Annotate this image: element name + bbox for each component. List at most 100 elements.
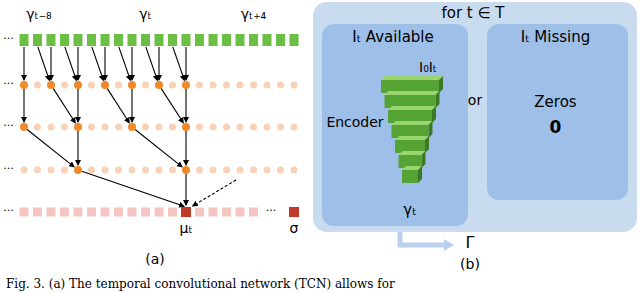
inactive-node — [61, 124, 68, 131]
box-heading: Iₜ Missing — [487, 29, 624, 46]
tcn-arrow — [53, 88, 75, 122]
output-square — [74, 208, 83, 217]
encoder-layer-side — [439, 76, 443, 93]
inactive-node — [291, 167, 298, 174]
input-square — [168, 34, 177, 46]
inactive-node — [196, 167, 203, 174]
inactive-node — [61, 82, 68, 89]
input-square — [60, 34, 69, 46]
input-square — [249, 34, 258, 46]
inactive-node — [264, 167, 271, 174]
inactive-node — [48, 167, 55, 174]
input-square — [263, 34, 272, 46]
input-square — [47, 34, 56, 46]
output-square — [33, 208, 42, 217]
inactive-node — [88, 124, 95, 131]
inactive-node — [196, 124, 203, 131]
tcn-arrow — [158, 47, 159, 80]
ellipsis: ... — [1, 117, 16, 130]
inactive-node — [237, 124, 244, 131]
output-square — [20, 208, 29, 217]
output-symbol: Γ — [458, 234, 482, 252]
active-node — [20, 81, 28, 89]
inactive-node — [237, 167, 244, 174]
inactive-node — [223, 82, 230, 89]
tcn-arrow — [38, 47, 50, 80]
active-node — [47, 81, 55, 89]
box-heading: Iₜ Available — [322, 29, 464, 46]
tcn-arrow — [50, 47, 51, 80]
ellipsis: ... — [1, 75, 16, 88]
encoder-layer-top — [395, 136, 429, 140]
output-square — [87, 208, 96, 217]
input-square — [155, 34, 164, 46]
input-square — [195, 34, 204, 46]
active-node — [128, 123, 136, 131]
encoder-layer-side — [436, 91, 440, 108]
mu-square — [181, 207, 191, 217]
tcn-arrow — [77, 47, 78, 80]
sigma-square — [289, 207, 299, 217]
tcn-arrow — [104, 47, 105, 80]
ellipsis: ... — [1, 202, 16, 215]
encoder-layer-top — [392, 121, 433, 125]
output-square — [249, 208, 258, 217]
inactive-node — [210, 167, 217, 174]
encoder-layer-side — [429, 121, 433, 138]
inactive-node — [88, 82, 95, 89]
output-square — [101, 208, 110, 217]
tcn-arrow — [185, 174, 186, 205]
input-square — [101, 34, 110, 46]
output-square — [236, 208, 245, 217]
input-square — [236, 34, 245, 46]
input-label: γₜ₋₈ — [14, 6, 64, 22]
inactive-node — [277, 124, 284, 131]
figure-caption: Fig. 3. (a) The temporal convolutional n… — [6, 277, 395, 291]
tcn-arrow — [77, 89, 78, 122]
box-text: 0 — [487, 118, 624, 138]
inactive-node — [264, 124, 271, 131]
inactive-node — [196, 82, 203, 89]
inactive-node — [34, 167, 41, 174]
input-square — [87, 34, 96, 46]
active-node — [128, 81, 136, 89]
input-square — [276, 34, 285, 46]
connective-label: or — [463, 92, 487, 108]
output-label: σ — [282, 220, 306, 236]
input-label: γₜ — [125, 6, 166, 22]
tcn-arrow — [146, 47, 158, 80]
encoder-layer-side — [422, 151, 426, 168]
inactive-node — [142, 124, 149, 131]
tcn-arrow — [77, 131, 78, 165]
inactive-node — [223, 167, 230, 174]
input-square — [33, 34, 42, 46]
output-square — [209, 208, 218, 217]
inactive-node — [115, 82, 122, 89]
tcn-arrow — [131, 89, 132, 122]
tcn-arrow — [27, 129, 74, 166]
tcn-arrow — [23, 89, 24, 122]
tcn-arrow — [107, 88, 129, 122]
tcn-arrow — [82, 171, 184, 206]
input-square — [209, 34, 218, 46]
active-node — [74, 166, 82, 174]
input-square — [114, 34, 123, 46]
encoder-layer-top — [385, 91, 440, 95]
encoder-layer-side — [432, 106, 436, 123]
tcn-arrow — [131, 47, 132, 80]
active-node — [74, 81, 82, 89]
inactive-node — [223, 124, 230, 131]
inactive-node — [277, 167, 284, 174]
encoder-layer-top — [381, 76, 443, 80]
inactive-node — [250, 167, 257, 174]
inactive-node — [61, 167, 68, 174]
box-text: Zeros — [487, 94, 624, 111]
inactive-node — [210, 82, 217, 89]
tcn-arrow — [173, 47, 185, 80]
encoder-layer-top — [399, 151, 426, 155]
encoder-layer-side — [425, 136, 429, 153]
tcn-arrow — [23, 47, 24, 80]
output-square — [155, 208, 164, 217]
inactive-node — [156, 167, 163, 174]
active-node — [182, 123, 190, 131]
